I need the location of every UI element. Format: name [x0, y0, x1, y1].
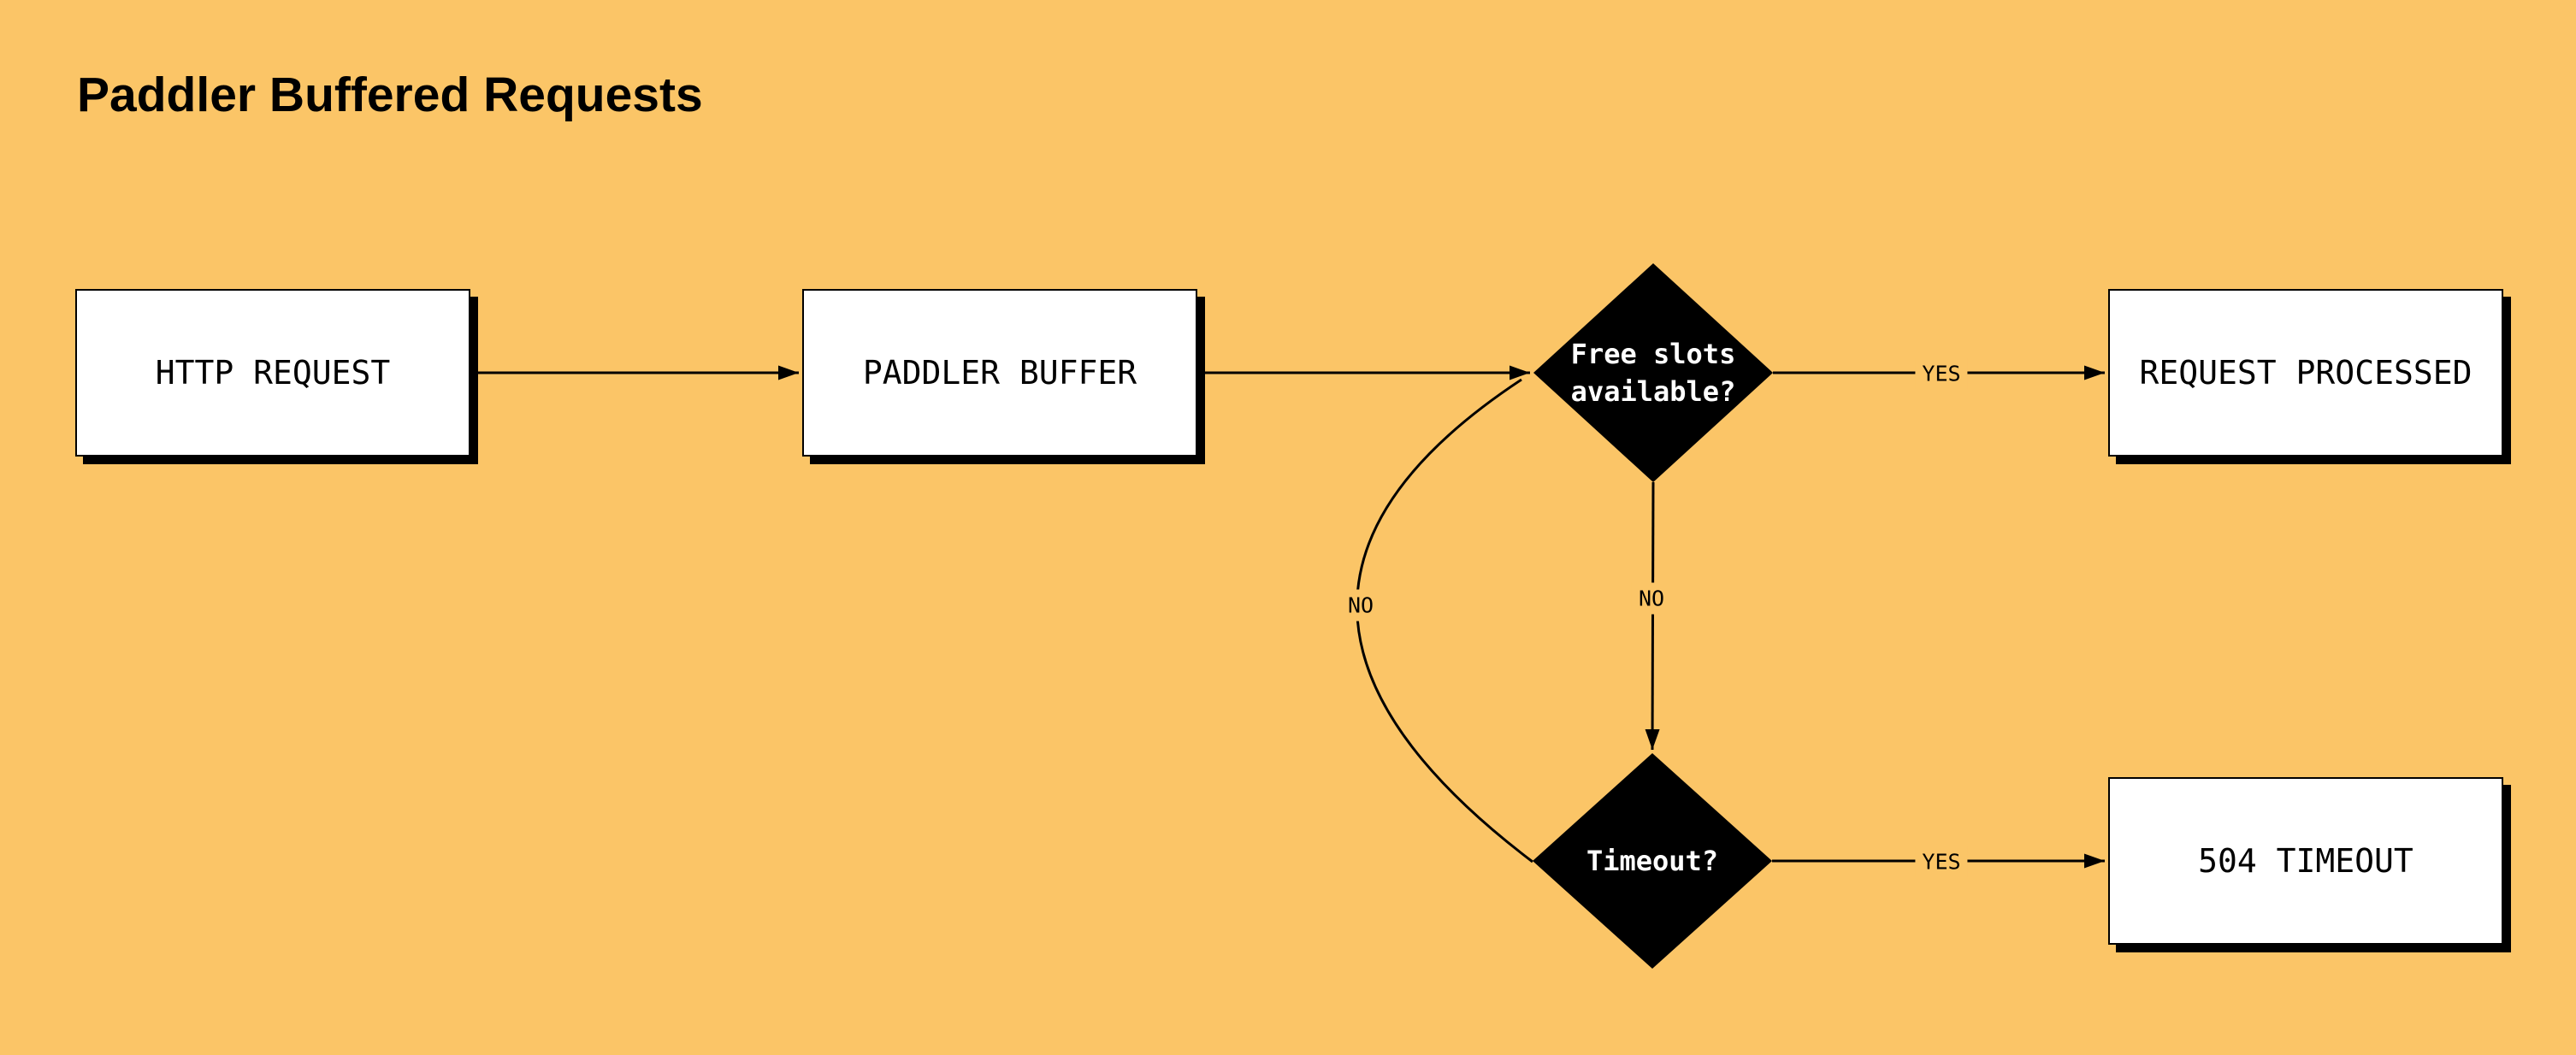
node-http-request: HTTP REQUEST [75, 289, 470, 457]
node-504-timeout-label: 504 TIMEOUT [2198, 842, 2414, 880]
node-504-timeout: 504 TIMEOUT [2108, 777, 2503, 945]
page-title: Paddler Buffered Requests [77, 68, 703, 122]
decision-free-slots-shape [1533, 263, 1773, 482]
node-paddler-buffer-label: PADDLER BUFFER [862, 354, 1137, 392]
edge-label-free-slots-no: NO [1631, 582, 1672, 615]
decision-timeout-shape [1533, 753, 1772, 969]
edge-timeout-no [1356, 378, 1533, 863]
node-http-request-label: HTTP REQUEST [155, 354, 391, 392]
edge-label-timeout-yes: YES [1915, 846, 1968, 878]
edge-label-free-slots-yes: YES [1915, 357, 1968, 390]
edge-free-slots-no [1645, 481, 1660, 751]
node-request-processed: REQUEST PROCESSED [2108, 289, 2503, 457]
node-request-processed-label: REQUEST PROCESSED [2139, 354, 2473, 392]
node-paddler-buffer: PADDLER BUFFER [802, 289, 1197, 457]
edge-label-timeout-no: NO [1340, 589, 1381, 622]
